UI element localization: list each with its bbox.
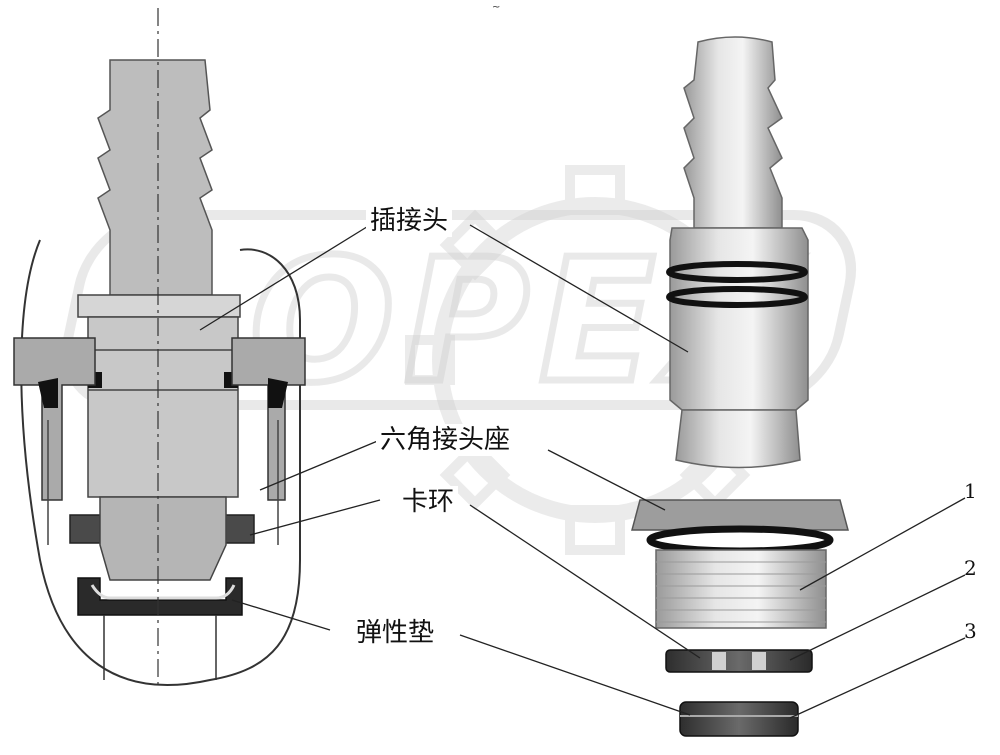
hex-seat-3d [631, 499, 849, 629]
snap-ring-section [69, 514, 101, 544]
label-hex-connector-seat: 六角接头座 [376, 424, 515, 456]
label-elastic-pad: 弹性垫 [352, 617, 439, 649]
part-number-1: 1 [964, 479, 977, 503]
plug-collar [77, 294, 241, 318]
snap-ring-3d [665, 649, 813, 673]
elastic-pad-section [77, 577, 243, 616]
exploded-parts [631, 36, 849, 737]
plug-body [87, 316, 239, 498]
hex-seat-section [13, 337, 96, 501]
top-mark: ~ [492, 2, 501, 13]
leader-lines [199, 224, 966, 719]
label-plug-connector: 插接头 [366, 205, 453, 237]
part-number-2: 2 [964, 556, 977, 580]
elastic-pad-3d [679, 701, 799, 737]
cross-section-drawing [13, 8, 306, 690]
plug-connector-3d [666, 36, 809, 469]
label-snap-ring: 卡环 [398, 486, 459, 518]
plug-barb [97, 59, 213, 296]
part-number-3: 3 [964, 619, 977, 643]
